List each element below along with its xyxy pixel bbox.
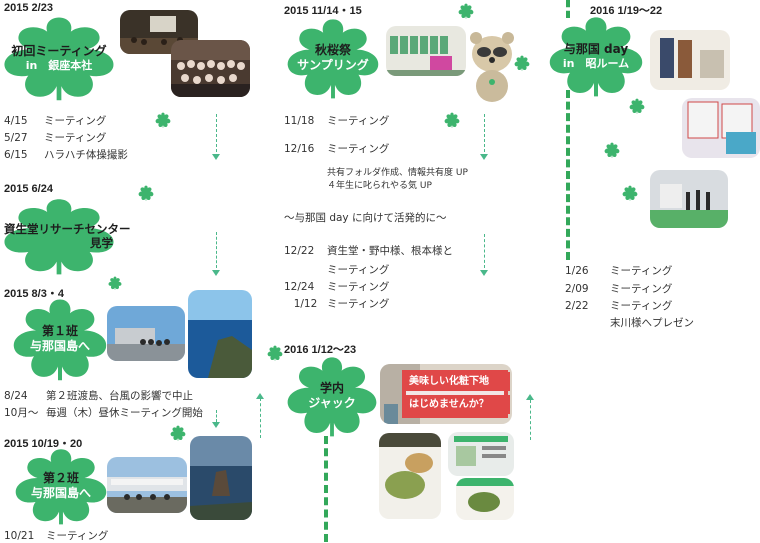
leaf-subtitle: 与那国島へ <box>30 486 91 500</box>
date-2015-10-19: 2015 10/19・20 <box>4 438 83 450</box>
dashed-connector <box>216 232 217 268</box>
small-leaf-icon <box>170 425 186 441</box>
photo-cliff-sea <box>188 290 252 378</box>
date-2016-1-19: 2016 1/19～22 <box>590 5 663 17</box>
leaf-subtitle: 見学 <box>90 236 113 250</box>
leaf-title: 第１班 <box>41 324 78 338</box>
mascot-image <box>466 28 518 106</box>
leaf-team2-yonaguni: 第２班 与那国島へ <box>12 446 110 526</box>
down-arrow-icon <box>212 422 220 428</box>
down-arrow-icon <box>212 154 220 160</box>
timeline-line <box>324 436 328 542</box>
dashed-connector <box>484 114 485 152</box>
small-leaf-icon <box>604 142 620 158</box>
note-text: 共有フォルダ作成、情報共有度 UP <box>327 168 468 178</box>
dashed-connector <box>216 410 217 422</box>
down-arrow-icon <box>480 270 488 276</box>
photo-poster <box>448 432 514 476</box>
list-item: 末川様へプレゼン <box>610 317 694 329</box>
photo-posters <box>682 98 760 158</box>
photo-airport-group <box>107 457 187 513</box>
leaf-subtitle: 与那国島へ <box>29 339 90 353</box>
small-leaf-icon <box>629 98 645 114</box>
date-2015-2-23: 2015 2/23 <box>4 2 53 14</box>
leaf-autumn-festival: 秋桜祭 サンプリング <box>284 16 382 100</box>
dashed-connector <box>216 114 217 152</box>
date-2015-11-14: 2015 11/14・15 <box>284 5 362 17</box>
leaf-title: 資生堂リサーチセンター <box>4 221 131 236</box>
small-leaf-icon <box>444 112 460 128</box>
leaf-first-meeting: 初回ミーティング in 銀座本社 <box>0 14 118 102</box>
leaf-subtitle: in 銀座本社 <box>25 58 93 72</box>
up-arrow-icon <box>526 394 534 400</box>
timeline-line <box>566 90 570 260</box>
photo-event-room <box>650 170 728 228</box>
leaf-title: 秋桜祭 <box>314 43 351 57</box>
leaf-subtitle: in 昭ルーム <box>562 56 630 70</box>
leaf-subtitle: サンプリング <box>297 58 369 72</box>
banner-text: 美味しい化粧下地 はじめませんか？ <box>406 372 510 414</box>
leaf-campus-jack: 学内 ジャック <box>284 354 380 438</box>
leaf-research-center: 資生堂リサーチセンター 見学 <box>0 196 131 276</box>
down-arrow-icon <box>480 154 488 160</box>
up-arrow-icon <box>256 393 264 399</box>
leaf-subtitle: ジャック <box>308 396 356 410</box>
photo-sampling-table <box>386 26 466 76</box>
down-arrow-icon <box>212 270 220 276</box>
small-leaf-icon <box>458 3 474 19</box>
section-heading: ～与那国 day に向けて活発的に～ <box>284 212 447 224</box>
small-leaf-icon <box>622 185 638 201</box>
photo-food <box>379 433 441 519</box>
photo-rock-sea <box>190 436 252 520</box>
date-2015-8-3: 2015 8/3・4 <box>4 288 64 300</box>
photo-kimono-display <box>650 30 730 90</box>
leaf-title: 学内 <box>319 381 344 395</box>
dashed-connector <box>530 400 531 440</box>
photo-sample-cup <box>456 478 514 520</box>
small-leaf-icon <box>108 276 122 290</box>
list-item: 10月～毎週（木）昼休ミーティング開始 <box>4 407 203 419</box>
small-leaf-icon <box>267 345 283 361</box>
photo-group <box>171 40 250 97</box>
timeline-line <box>566 0 570 18</box>
small-leaf-icon <box>514 55 530 71</box>
leaf-title: 第２班 <box>42 471 79 485</box>
photo-observation <box>107 306 185 361</box>
leaf-team1-yonaguni: 第１班 与那国島へ <box>10 296 110 382</box>
small-leaf-icon <box>138 185 154 201</box>
leaf-yonaguni-day: 与那国 day in 昭ルーム <box>546 14 646 98</box>
date-2016-1-12: 2016 1/12～23 <box>284 344 357 356</box>
small-leaf-icon <box>155 112 171 128</box>
list-item: ミーティング <box>327 264 390 276</box>
dashed-connector <box>260 398 261 438</box>
leaf-title: 初回ミーティング <box>11 43 107 58</box>
date-2015-6-24: 2015 6/24 <box>4 183 53 195</box>
dashed-connector <box>484 234 485 268</box>
leaf-title: 与那国 day <box>563 41 629 56</box>
note-text: ４年生に叱られやる気 UP <box>327 181 432 191</box>
